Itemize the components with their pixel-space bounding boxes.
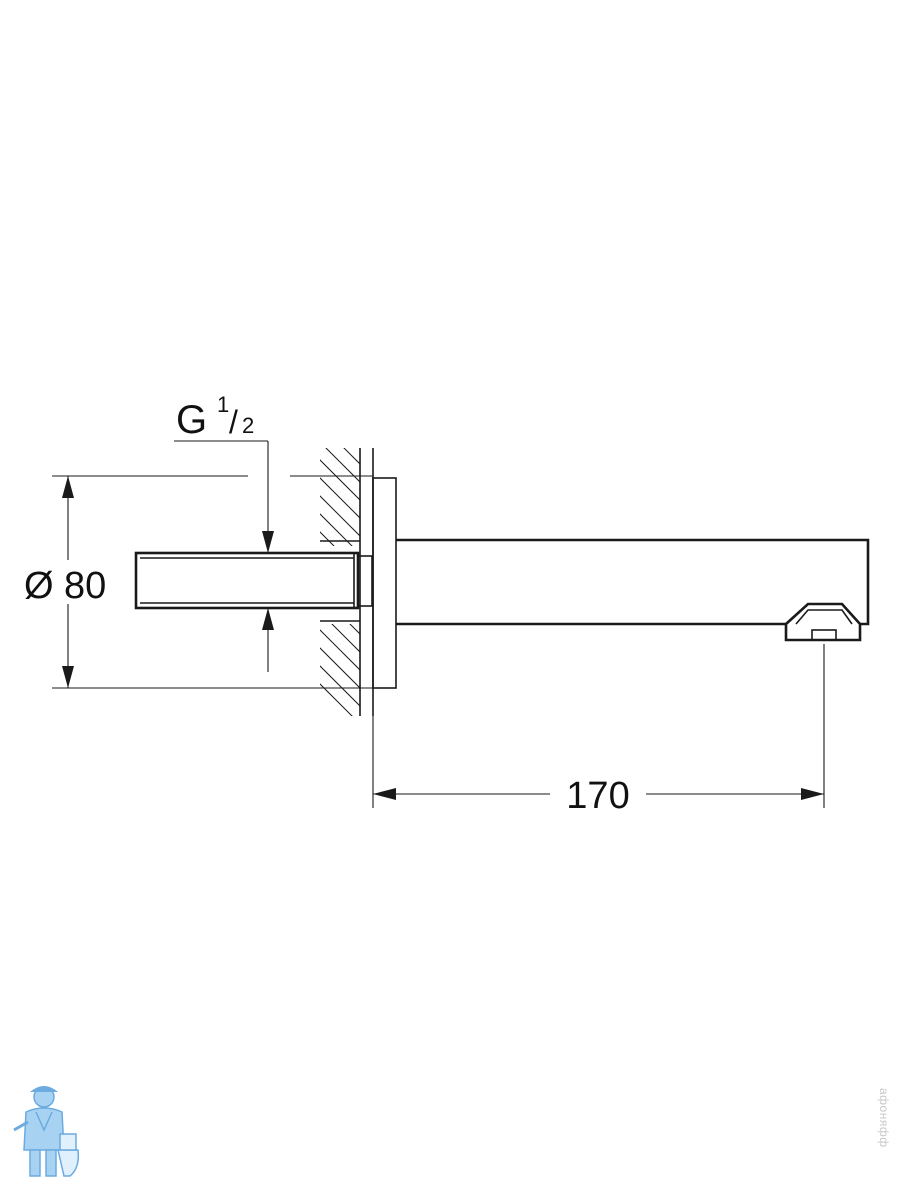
watermark: афоняфф (877, 1088, 892, 1192)
spout-aerator (784, 602, 862, 642)
arrow-down-icon (262, 531, 274, 553)
diameter-symbol: Ø (24, 565, 54, 607)
arrow-right-icon (801, 788, 824, 800)
wall-hatch-top (320, 448, 360, 546)
threaded-connector (134, 540, 373, 622)
thread-denominator: 2 (242, 413, 254, 438)
diameter-dimension: Ø 80 (24, 475, 373, 689)
projection-dimension: 170 (372, 644, 825, 817)
arrow-up-icon (262, 608, 274, 630)
wall-rosette (372, 477, 397, 689)
connector-pipe (134, 551, 360, 610)
thread-prefix: G (176, 398, 207, 442)
diameter-value: 80 (64, 565, 106, 607)
arrow-up-icon (62, 476, 74, 498)
projection-value: 170 (566, 775, 629, 817)
spout-body (396, 538, 870, 642)
plumber-logo-icon (13, 1086, 80, 1177)
thread-numerator: 1 (217, 392, 229, 417)
connector-nut (357, 555, 373, 607)
spout-outline (396, 538, 870, 626)
watermark-text: афоняфф (877, 1088, 891, 1148)
arrow-down-icon (62, 666, 74, 688)
aerator-outlet (811, 629, 837, 641)
thread-slash: / (229, 404, 238, 440)
arrow-left-icon (373, 788, 396, 800)
wall-hatch-bottom (320, 624, 360, 716)
thread-dimension: G 1 / 2 (174, 392, 274, 672)
